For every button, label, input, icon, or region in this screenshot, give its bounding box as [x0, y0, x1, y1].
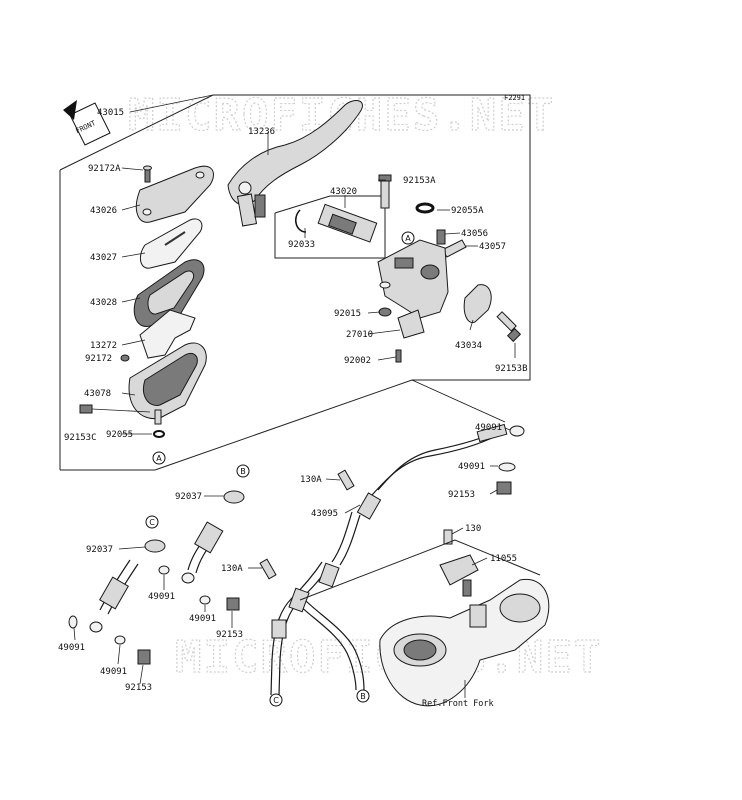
label-43027: 43027	[90, 253, 117, 263]
label-92153-lower: 92153	[125, 683, 152, 693]
label-49091-washer: 49091	[458, 462, 485, 472]
label-92037-c: 92037	[86, 545, 113, 555]
oring-92055	[153, 430, 165, 438]
brake-hose-left	[89, 521, 224, 633]
label-92153b: 92153B	[495, 364, 528, 374]
svg-text:C: C	[149, 518, 155, 527]
label-13236: 13236	[248, 127, 275, 137]
label-49091-right: 49091	[189, 614, 216, 624]
brake-lever	[227, 100, 363, 227]
label-43056: 43056	[461, 229, 488, 239]
bolt-92153-lower	[137, 649, 151, 665]
bolt-130a-lower	[259, 558, 277, 580]
bolt-92153c	[79, 404, 151, 414]
protector	[139, 309, 196, 359]
label-92037-b: 92037	[175, 492, 202, 502]
screw-92002	[395, 349, 402, 363]
master-cylinder	[377, 239, 449, 319]
assembly-frame	[59, 94, 531, 471]
bolt-92153a	[378, 174, 392, 209]
label-27010: 27010	[346, 330, 373, 340]
fitting-43056	[436, 229, 446, 245]
label-43028: 43028	[90, 298, 117, 308]
reservoir-cap	[135, 165, 214, 223]
marker-a-reservoir: A	[152, 451, 166, 465]
label-13272: 13272	[90, 341, 117, 351]
label-ref-front-fork: Ref.Front Fork	[422, 699, 494, 709]
diaphragm-plate	[139, 218, 203, 269]
svg-text:A: A	[405, 234, 411, 243]
label-92153c: 92153C	[64, 433, 97, 443]
label-49091-left: 49091	[58, 643, 85, 653]
piston-kit	[274, 195, 386, 259]
label-43034: 43034	[455, 341, 482, 351]
label-43026: 43026	[90, 206, 117, 216]
label-130: 130	[465, 524, 481, 534]
label-92055a: 92055A	[451, 206, 484, 216]
label-92153-upper: 92153	[448, 490, 475, 500]
label-92153-mid: 92153	[216, 630, 243, 640]
label-43015: 43015	[97, 108, 124, 118]
washer-49091-lower	[114, 635, 126, 645]
label-11055: 11055	[490, 554, 517, 564]
label-92033: 92033	[288, 240, 315, 250]
banjo-49091-mid	[181, 572, 195, 584]
label-43057: 43057	[479, 242, 506, 252]
label-49091-lower: 49091	[100, 667, 127, 677]
diagram-code: F2291	[504, 94, 525, 102]
svg-text:A: A	[156, 454, 162, 463]
label-43020: 43020	[330, 187, 357, 197]
svg-text:C: C	[273, 696, 279, 705]
label-92172a: 92172A	[88, 164, 121, 174]
clamp-92037-c: C	[144, 515, 166, 553]
leader-lines	[73, 94, 516, 698]
banjo-upper	[476, 423, 525, 495]
svg-text:B: B	[240, 467, 246, 476]
label-92015: 92015	[334, 309, 361, 319]
washer-49091-left	[68, 615, 78, 629]
bolt-130a-top	[337, 469, 355, 491]
washer-49091-right	[199, 595, 211, 605]
label-49091-upper: 49091	[475, 423, 502, 433]
bolt-130	[443, 529, 453, 545]
label-49091-mid: 49091	[148, 592, 175, 602]
label-130a-lower: 130A	[221, 564, 243, 574]
label-92153a: 92153A	[403, 176, 436, 186]
switch-27010	[397, 309, 425, 339]
nut-92015	[378, 307, 392, 317]
screw-92172	[120, 354, 130, 362]
marker-a-cylinder: A	[401, 231, 415, 245]
svg-text:B: B	[360, 692, 366, 701]
label-43095: 43095	[311, 509, 338, 519]
label-92002: 92002	[344, 356, 371, 366]
bolt-92153b	[496, 311, 522, 343]
reservoir-body	[128, 342, 207, 425]
bracket-11055	[439, 554, 479, 597]
diaphragm	[133, 259, 205, 327]
label-92172: 92172	[85, 354, 112, 364]
screw-92172a	[143, 165, 152, 183]
front-arrow-icon: FRONT	[63, 100, 111, 146]
bolt-92153-mid	[226, 597, 240, 611]
washer-49091-mid	[158, 565, 170, 575]
front-fork-clamp	[379, 578, 550, 707]
clamp-43034	[463, 284, 492, 324]
label-92055: 92055	[106, 430, 133, 440]
label-130a-top: 130A	[300, 475, 322, 485]
clamp-92037-b: B	[223, 464, 250, 504]
brake-hose-lower: C B	[269, 561, 370, 707]
oring-92055a	[415, 202, 435, 214]
label-43078: 43078	[84, 389, 111, 399]
